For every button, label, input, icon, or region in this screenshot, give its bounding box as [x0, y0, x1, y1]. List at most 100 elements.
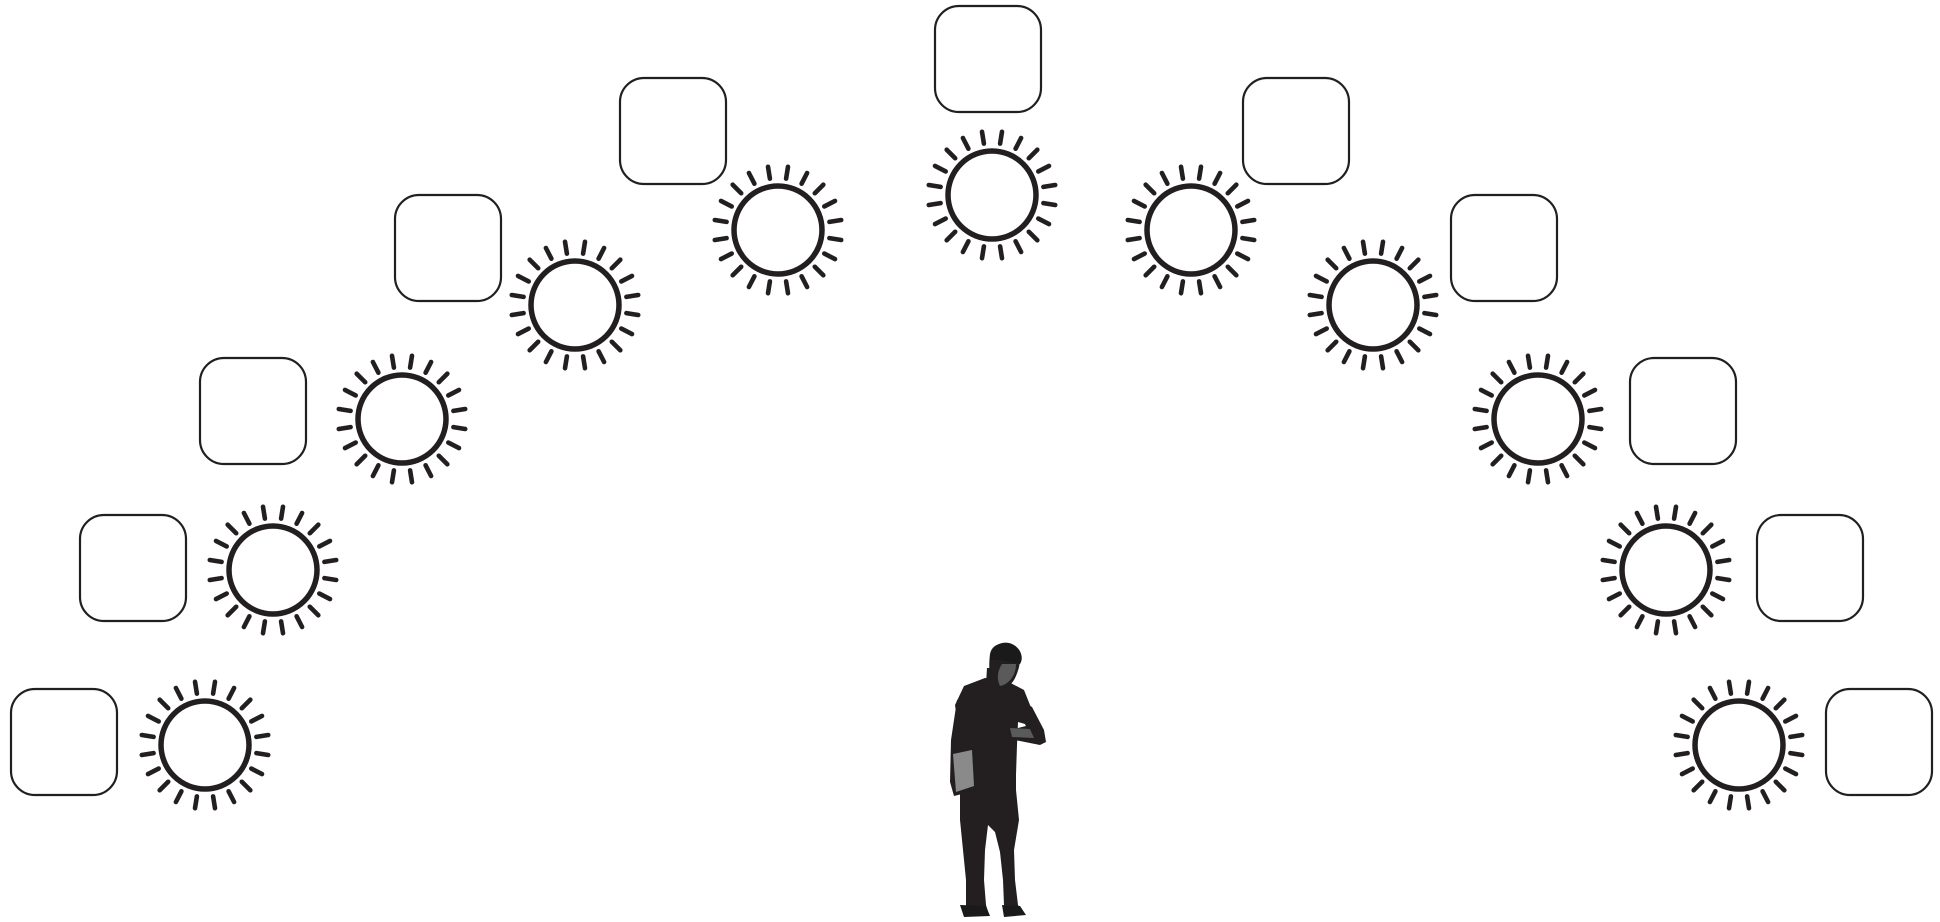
sun-ray — [1417, 326, 1433, 337]
sun-ray — [1673, 750, 1690, 758]
sun-ray — [783, 279, 791, 296]
sun-ray — [527, 257, 541, 271]
sun-icon — [336, 353, 468, 485]
sun-ray — [1131, 198, 1147, 209]
sun-ray — [407, 468, 415, 485]
sun-ray — [960, 239, 971, 255]
light-pair-right-5 — [1125, 76, 1351, 296]
sun-ray — [730, 264, 744, 278]
sun-ray — [1307, 292, 1324, 300]
sun-ray — [226, 685, 237, 702]
sun-ring — [355, 372, 449, 466]
sun-ray — [1710, 591, 1726, 602]
sun-ray — [1036, 163, 1052, 174]
sun-ray — [979, 129, 987, 146]
sun-ray — [1543, 353, 1551, 370]
sun-ray — [278, 619, 286, 636]
sun-ray — [316, 538, 333, 549]
sun-ray — [213, 591, 229, 602]
sun-ray — [932, 216, 949, 227]
sun-ring — [158, 698, 252, 792]
sun-ray — [1159, 170, 1170, 186]
sun-ray — [1744, 794, 1752, 811]
person-held-object — [953, 750, 974, 792]
sun-ray — [1240, 235, 1257, 243]
label-box-right-3 — [1628, 356, 1738, 466]
sun-ray — [509, 310, 526, 318]
sun-ray — [932, 163, 949, 174]
sun-ray — [944, 147, 958, 161]
sun-ray — [1783, 713, 1799, 724]
sun-ray — [1143, 182, 1157, 196]
sun-ray — [307, 522, 321, 536]
sun-ray — [1525, 468, 1533, 485]
sun-ray — [389, 468, 397, 485]
sun-ray — [210, 794, 218, 811]
sun-ray — [580, 354, 588, 371]
sun-ray — [1478, 440, 1494, 451]
sun-ray — [1472, 406, 1489, 414]
sun-ray — [1196, 164, 1204, 181]
sun-ray — [746, 170, 757, 186]
sun-ray — [1422, 310, 1439, 318]
sun-ray — [1744, 679, 1752, 696]
sun-ray — [157, 697, 171, 711]
sun-icon — [1472, 353, 1604, 485]
sun-ray — [1587, 406, 1604, 414]
sun-icon — [926, 129, 1058, 261]
sun-ray — [336, 424, 353, 432]
sun-ray — [1587, 424, 1604, 432]
sun-ray — [354, 453, 368, 467]
sun-ray — [207, 557, 224, 565]
sun-ray — [596, 348, 607, 365]
sun-ray — [1235, 251, 1251, 262]
light-pair-right-1 — [1673, 679, 1934, 811]
sun-ring — [226, 523, 320, 617]
sun-ray — [260, 619, 268, 636]
sun-ray — [618, 273, 635, 284]
sun-ray — [1707, 685, 1718, 702]
sun-ray — [1559, 359, 1570, 376]
sun-ray — [1378, 239, 1386, 256]
person-face-highlight — [997, 664, 1016, 686]
light-pair-left-1 — [9, 679, 271, 811]
light-pair-left-4 — [393, 193, 641, 371]
sun-ray — [1653, 504, 1661, 521]
sun-icon — [207, 504, 339, 636]
sun-ray — [926, 182, 943, 190]
light-pair-right-2 — [1600, 504, 1865, 636]
light-pair-left-3 — [198, 353, 468, 485]
sun-ray — [1490, 453, 1504, 467]
sun-ray — [254, 750, 271, 758]
sun-ray — [1360, 354, 1368, 371]
sun-ray — [812, 264, 826, 278]
sun-ray — [1131, 251, 1147, 262]
sun-ray — [821, 198, 838, 209]
sun-ray — [1679, 766, 1695, 777]
sun-ray — [1606, 591, 1622, 602]
sun-ray — [1125, 217, 1142, 225]
sun-ray — [192, 794, 200, 811]
sun-ray — [436, 453, 450, 467]
sun-icon — [1600, 504, 1732, 636]
sun-ray — [226, 788, 237, 805]
sun-icon — [1125, 164, 1257, 296]
sun-ray — [1472, 424, 1489, 432]
sun-ring — [945, 148, 1039, 242]
sun-ray — [192, 679, 200, 696]
person-right-shoe — [1002, 905, 1026, 917]
sun-ray — [210, 679, 218, 696]
sun-ray — [765, 164, 773, 181]
sun-ray — [278, 504, 286, 521]
sun-ray — [1013, 239, 1024, 255]
sun-ray — [1506, 462, 1517, 479]
label-box-right-2 — [1755, 513, 1865, 623]
sun-ray — [139, 750, 156, 758]
sun-ray — [1671, 504, 1679, 521]
sun-ring — [1326, 258, 1420, 352]
label-box-left-4 — [393, 193, 503, 303]
sun-ray — [997, 129, 1005, 146]
sun-ray — [1417, 273, 1433, 284]
sun-ray — [712, 217, 729, 225]
sun-ray — [609, 257, 623, 271]
